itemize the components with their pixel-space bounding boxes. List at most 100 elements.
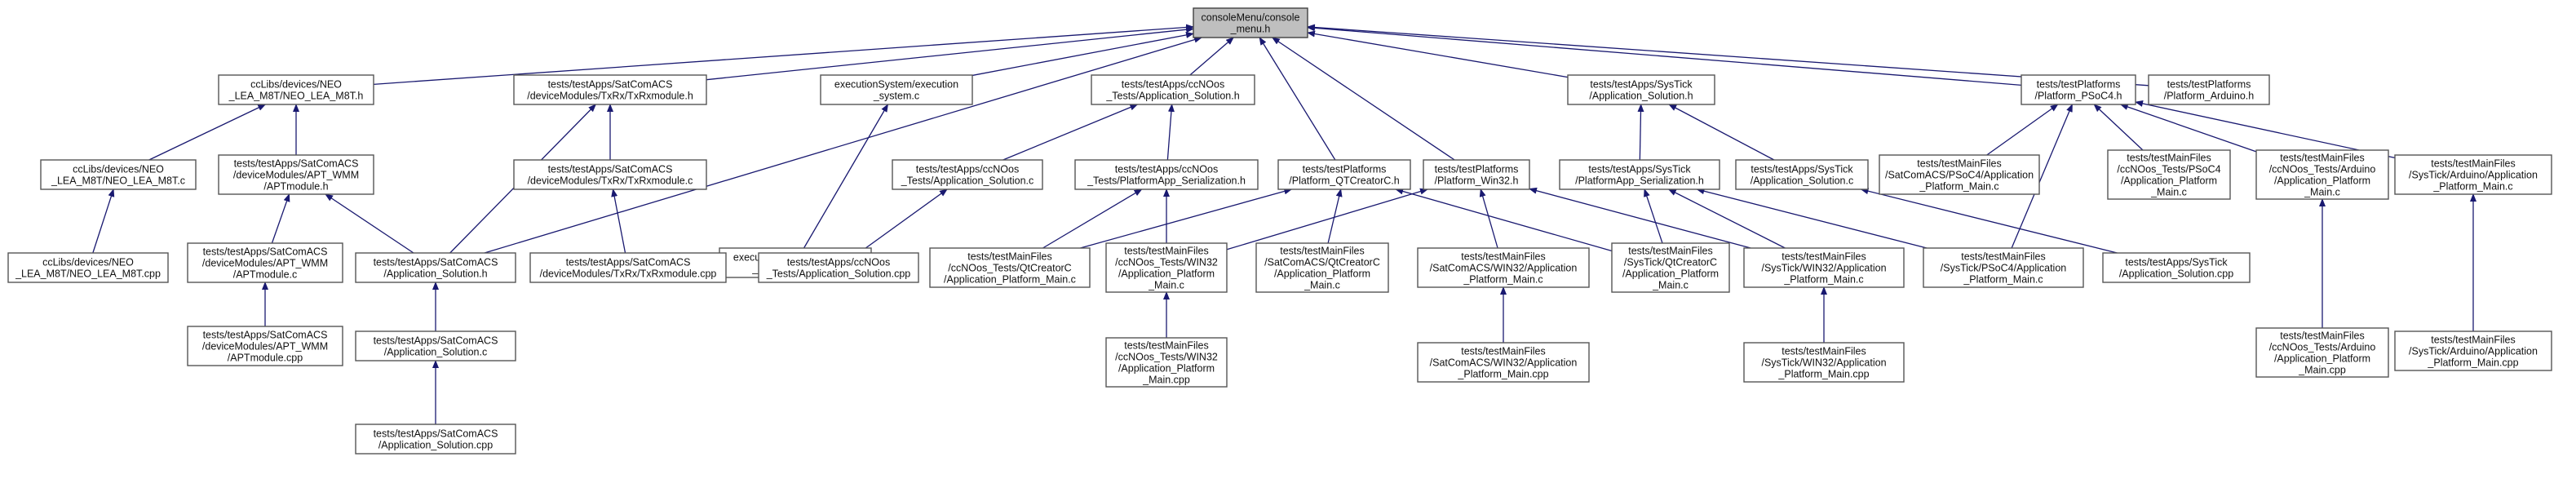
file-node-qt-h[interactable]: tests/testPlatforms/Platform_QTCreatorC.… [1277, 159, 1411, 190]
file-node-neo-c[interactable]: ccLibs/devices/NEO_LEA_M8T/NEO_LEA_M8T.c [40, 159, 197, 190]
node-box[interactable] [1074, 159, 1259, 190]
node-box[interactable] [1743, 247, 1905, 288]
node-label-line: /deviceModules/APT_WMM [233, 170, 359, 181]
node-box[interactable] [1091, 74, 1255, 105]
node-box[interactable] [1277, 159, 1411, 190]
node-box[interactable] [2255, 149, 2389, 200]
node-box[interactable] [1567, 74, 1715, 105]
file-node-systick-pas-h[interactable]: tests/testApps/SysTick/PlatformApp_Seria… [1559, 159, 1720, 190]
file-node-main-satcom-win32-cpp[interactable]: tests/testMainFiles/SatComACS/WIN32/Appl… [1417, 342, 1590, 383]
node-box[interactable] [355, 252, 516, 283]
node-box[interactable] [1735, 159, 1869, 190]
node-box[interactable] [187, 242, 343, 283]
node-box[interactable] [2021, 74, 2136, 105]
file-node-arduino-h[interactable]: tests/testPlatforms/Platform_Arduino.h [2148, 74, 2270, 105]
file-node-exec-c[interactable]: executionSystem/execution_system.c [820, 74, 973, 105]
node-box[interactable] [892, 159, 1043, 190]
file-node-systick-sol-cpp[interactable]: tests/testApps/SysTick/Application_Solut… [2102, 252, 2251, 283]
file-node-main-ccnoos-arduino-cpp[interactable]: tests/testMainFiles/ccNOos_Tests/Arduino… [2255, 327, 2389, 378]
node-box[interactable] [1255, 242, 1389, 293]
node-box[interactable] [1611, 242, 1730, 293]
node-box[interactable] [187, 326, 343, 366]
node-box[interactable] [820, 74, 973, 105]
node-label-line: tests/testMainFiles [1461, 346, 1546, 357]
node-label-line: /deviceModules/TxRx/TxRxmodule.c [528, 175, 693, 187]
node-box[interactable] [1743, 342, 1905, 383]
file-node-systick-sol-c[interactable]: tests/testApps/SysTick/Application_Solut… [1735, 159, 1869, 190]
node-label-line: tests/testMainFiles [1961, 251, 2046, 263]
file-node-main-systick-arduino-cpp[interactable]: tests/testMainFiles/SysTick/Arduino/Appl… [2394, 330, 2552, 371]
node-box[interactable] [40, 159, 197, 190]
file-node-satcom-sol-c[interactable]: tests/testApps/SatComACS/Application_Sol… [355, 330, 516, 361]
file-node-txrx-h[interactable]: tests/testApps/SatComACS/deviceModules/T… [513, 74, 707, 105]
file-node-satcom-sol-cpp[interactable]: tests/testApps/SatComACS/Application_Sol… [355, 424, 516, 455]
node-box[interactable] [929, 247, 1091, 288]
include-edge-root-to-systick-sol-h [1307, 30, 1569, 78]
file-node-win32-h[interactable]: tests/testPlatforms/Platform_Win32.h [1423, 159, 1530, 190]
node-box[interactable] [2255, 327, 2389, 378]
file-node-main-ccnoos-arduino-c[interactable]: tests/testMainFiles/ccNOos_Tests/Arduino… [2255, 149, 2389, 200]
node-label-line: tests/testMainFiles [1782, 251, 1866, 263]
include-edge-systick-sol-h-to-systick-sol-c [1668, 104, 1775, 161]
node-box[interactable] [218, 154, 374, 195]
node-box[interactable] [7, 252, 169, 283]
node-box[interactable] [1923, 247, 2084, 288]
node-box[interactable] [1417, 342, 1590, 383]
file-node-main-satcom-psoc4[interactable]: tests/testMainFiles/SatComACS/PSoC4/Appl… [1879, 154, 2040, 195]
file-node-satcom-sol-h[interactable]: tests/testApps/SatComACS/Application_Sol… [355, 252, 516, 283]
file-node-neo-h[interactable]: ccLibs/devices/NEO_LEA_M8T/NEO_LEA_M8T.h [218, 74, 374, 105]
file-node-main-systick-win32-cpp[interactable]: tests/testMainFiles/SysTick/WIN32/Applic… [1743, 342, 1905, 383]
node-label-line: /Application_Platform [1118, 268, 1215, 280]
file-node-main-systick-arduino-c[interactable]: tests/testMainFiles/SysTick/Arduino/Appl… [2394, 154, 2552, 195]
file-node-root[interactable]: consoleMenu/console_menu.h [1193, 7, 1308, 38]
node-box[interactable] [1105, 337, 1228, 388]
node-box[interactable] [355, 424, 516, 455]
file-node-main-ccnoos-win32-c[interactable]: tests/testMainFiles/ccNOos_Tests/WIN32/A… [1105, 242, 1228, 293]
node-box[interactable] [513, 74, 707, 105]
node-box[interactable] [529, 252, 727, 283]
file-node-apt-h[interactable]: tests/testApps/SatComACS/deviceModules/A… [218, 154, 374, 195]
node-box[interactable] [1879, 154, 2040, 195]
edge-layer [92, 24, 2476, 424]
file-node-systick-sol-h[interactable]: tests/testApps/SysTick/Application_Solut… [1567, 74, 1715, 105]
file-node-psoc4-h[interactable]: tests/testPlatforms/Platform_PSoC4.h [2021, 74, 2136, 105]
node-label-line: /APTmodule.h [263, 181, 328, 193]
node-box[interactable] [1559, 159, 1720, 190]
file-node-ccnoos-pas-h[interactable]: tests/testApps/ccNOos_Tests/PlatformApp_… [1074, 159, 1259, 190]
node-box[interactable] [355, 330, 516, 361]
file-node-neo-cpp[interactable]: ccLibs/devices/NEO_LEA_M8T/NEO_LEA_M8T.c… [7, 252, 169, 283]
node-label-line: tests/testApps/SatComACS [548, 79, 673, 91]
file-node-main-ccnoos-qt[interactable]: tests/testMainFiles/ccNOos_Tests/QtCreat… [929, 247, 1091, 288]
node-label-line: /Application_Platform [1622, 268, 1719, 280]
node-box[interactable] [1105, 242, 1228, 293]
file-node-ccnoos-sol-c[interactable]: tests/testApps/ccNOos_Tests/Application_… [892, 159, 1043, 190]
file-node-main-systick-win32-c[interactable]: tests/testMainFiles/SysTick/WIN32/Applic… [1743, 247, 1905, 288]
node-label-line: _Main.c [2150, 187, 2187, 198]
node-label-line: tests/testPlatforms [1303, 164, 1387, 175]
file-node-txrx-cpp[interactable]: tests/testApps/SatComACS/deviceModules/T… [529, 252, 727, 283]
file-node-main-systick-qt[interactable]: tests/testMainFiles/SysTick/QtCreatorC/A… [1611, 242, 1730, 293]
node-box[interactable] [2107, 149, 2231, 200]
node-label-line: tests/testMainFiles [967, 251, 1052, 263]
node-box[interactable] [2394, 330, 2552, 371]
node-box[interactable] [1417, 247, 1590, 288]
file-node-ccnoos-sol-h[interactable]: tests/testApps/ccNOos_Tests/Application_… [1091, 74, 1255, 105]
file-node-ccnoos-sol-cpp[interactable]: tests/testApps/ccNOos_Tests/Application_… [758, 252, 919, 283]
node-box[interactable] [1193, 7, 1308, 38]
file-node-main-ccnoos-win32-cpp[interactable]: tests/testMainFiles/ccNOos_Tests/WIN32/A… [1105, 337, 1228, 388]
node-box[interactable] [218, 74, 374, 105]
file-node-main-satcom-qt[interactable]: tests/testMainFiles/SatComACS/QtCreatorC… [1255, 242, 1389, 293]
node-label-line: _Platform_Main.cpp [1457, 369, 1548, 380]
node-box[interactable] [758, 252, 919, 283]
file-node-apt-c[interactable]: tests/testApps/SatComACS/deviceModules/A… [187, 242, 343, 283]
file-node-main-ccnoos-psoc4[interactable]: tests/testMainFiles/ccNOos_Tests/PSoC4/A… [2107, 149, 2231, 200]
node-box[interactable] [2102, 252, 2251, 283]
file-node-main-satcom-win32-c[interactable]: tests/testMainFiles/SatComACS/WIN32/Appl… [1417, 247, 1590, 288]
node-box[interactable] [2148, 74, 2270, 105]
file-node-apt-cpp[interactable]: tests/testApps/SatComACS/deviceModules/A… [187, 326, 343, 366]
node-box[interactable] [1423, 159, 1530, 190]
file-node-main-systick-psoc4[interactable]: tests/testMainFiles/SysTick/PSoC4/Applic… [1923, 247, 2084, 288]
file-node-txrx-c[interactable]: tests/testApps/SatComACS/deviceModules/T… [513, 159, 707, 190]
node-box[interactable] [513, 159, 707, 190]
node-box[interactable] [2394, 154, 2552, 195]
